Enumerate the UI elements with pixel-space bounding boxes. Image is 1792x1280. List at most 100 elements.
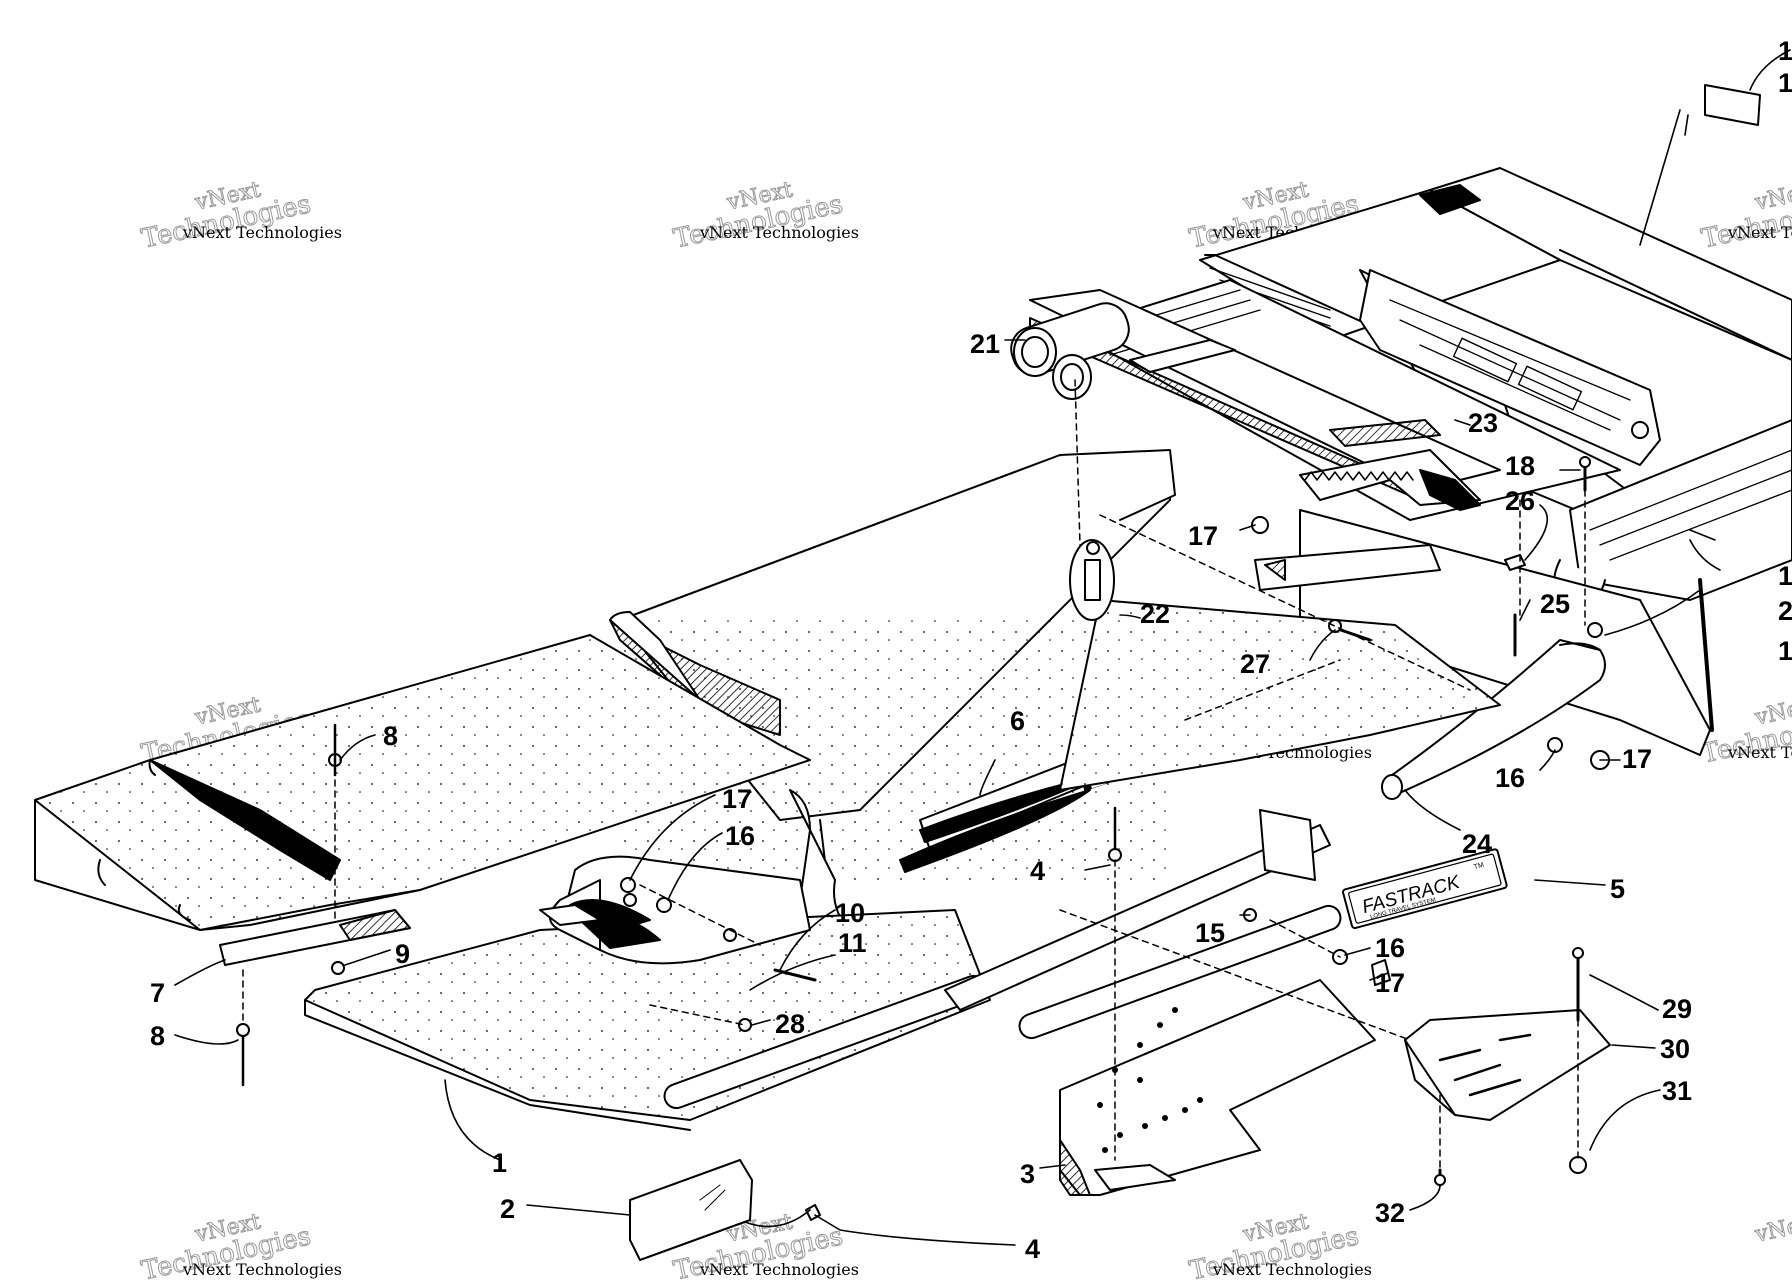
center-floor-edge — [304, 999, 691, 1131]
leader-26 — [1524, 504, 1549, 561]
callout-29: 29 — [1662, 994, 1692, 1024]
callout-1: 1 — [492, 1148, 507, 1178]
callout-16: 16 — [1375, 933, 1405, 963]
callout-15: 15 — [1195, 918, 1225, 948]
nut-17-right — [1587, 622, 1603, 638]
decal-outer — [1342, 848, 1508, 930]
callout-numbers: 1 1 1 1 1 2 2 3 4 4 5 6 7 8 8 9 10 11 15… — [150, 36, 1792, 1264]
leader-25 — [1519, 599, 1531, 621]
callout-17: 17 — [722, 784, 752, 814]
part-3-mount-plate — [1059, 979, 1376, 1196]
rivet-8-bottom-head — [236, 1023, 250, 1037]
fasteners — [236, 456, 1610, 1221]
callout-1: 1 — [1778, 561, 1792, 591]
left-tunnel-texture — [35, 635, 810, 930]
leader-1 — [444, 1079, 501, 1161]
dash-bolt-11 — [639, 884, 761, 946]
tunnel-left-section — [34, 634, 991, 1131]
part-1-top-reflector — [1704, 84, 1761, 126]
skid-block — [1404, 1009, 1611, 1121]
nut-31 — [1569, 1156, 1587, 1174]
callout-26: 26 — [1505, 486, 1535, 516]
leader-17-top — [1239, 524, 1256, 531]
tube-bend — [1559, 642, 1601, 651]
efi-stripe-2 — [899, 789, 1091, 873]
leader-4-mid — [1084, 864, 1111, 871]
callout-1: 1 — [1778, 636, 1792, 666]
callout-25: 25 — [1540, 589, 1570, 619]
leader-lines — [174, 49, 1791, 1246]
watermark-line2: vNext Technologies — [1727, 223, 1792, 242]
leader-16-right — [1539, 749, 1556, 771]
leader-16-mid — [1344, 947, 1371, 956]
dash-28 — [649, 1004, 746, 1026]
callout-30: 30 — [1660, 1034, 1690, 1064]
leader-2-right — [1689, 529, 1716, 541]
part-23-serrated-strip — [1299, 419, 1481, 511]
callout-10: 10 — [835, 898, 865, 928]
decal-inner — [1348, 853, 1502, 924]
part-7-rail — [219, 909, 411, 966]
callout-11: 11 — [838, 928, 867, 958]
leader-1-right — [1604, 589, 1701, 636]
mount-plate-hatch — [1059, 1139, 1091, 1196]
part-2-reflector — [629, 1159, 753, 1261]
washer-16-left — [656, 897, 672, 913]
leader-22 — [1119, 614, 1141, 619]
dash-long — [1059, 909, 1411, 1041]
dash-15 — [1269, 919, 1341, 958]
part-30-skid-block — [1404, 1009, 1611, 1121]
watermark-line1: vNext — [1752, 1209, 1792, 1247]
watermark-line2: vNext Technologies — [182, 1260, 342, 1279]
callout-3: 3 — [1020, 1159, 1035, 1189]
tunnel-lip — [1059, 449, 1176, 521]
watermark-line2: vNext Technologies — [1727, 743, 1792, 762]
top-reflector — [1704, 84, 1761, 126]
roller-end-2-inner — [1060, 363, 1084, 391]
left-tunnel-notch-2 — [177, 904, 191, 921]
rivet-head — [1086, 541, 1100, 555]
tube-24 — [1384, 639, 1606, 796]
left-tunnel-fold — [148, 759, 156, 776]
callout-9: 9 — [395, 939, 410, 969]
bolt-18-head — [1579, 456, 1591, 468]
leader-17-left — [629, 794, 716, 881]
tube-24-end — [1381, 774, 1403, 800]
rivet-4-head — [1108, 848, 1122, 862]
washer-9 — [331, 961, 345, 975]
mid-plate-texture — [1060, 600, 1500, 790]
leader-1-right2 — [1689, 539, 1721, 571]
fastrack-tm: TM — [1473, 862, 1485, 871]
bracket-shadow — [1419, 469, 1481, 511]
skid-block-ridges — [1438, 1033, 1532, 1097]
callout-8: 8 — [150, 1021, 165, 1051]
skid-block-side — [1404, 1039, 1456, 1116]
leader-6 — [979, 759, 996, 796]
callout-23: 23 — [1468, 408, 1498, 438]
watermark-line2: vNext Technologies — [1212, 1260, 1372, 1279]
leader-8-bottom — [174, 1034, 239, 1045]
left-tunnel-side — [34, 799, 421, 931]
leader-7 — [174, 959, 226, 986]
right-mid-plate — [944, 544, 1501, 1040]
leader-2 — [526, 1204, 631, 1216]
callout-4: 4 — [1030, 856, 1045, 886]
part-22-rivet — [1069, 539, 1115, 621]
tunnel-front-lip — [609, 611, 701, 701]
handle-tab — [1129, 339, 1236, 373]
left-tunnel-shadow — [149, 759, 341, 881]
watermark-12: vNext — [1752, 1209, 1792, 1248]
bar-end-block — [1259, 809, 1316, 881]
callout-16: 16 — [725, 821, 755, 851]
leader-31 — [1589, 1089, 1661, 1151]
leader-28 — [751, 1019, 771, 1026]
leader-11b — [749, 954, 836, 991]
mount-plate-holes — [1097, 1007, 1203, 1153]
bracket-hole — [623, 893, 637, 907]
frame-ridge — [1204, 254, 1381, 331]
watermark-line2: vNext Technologies — [699, 1260, 859, 1279]
nut-17-top — [1251, 516, 1269, 534]
part-21-rear-handle — [1010, 289, 1501, 501]
